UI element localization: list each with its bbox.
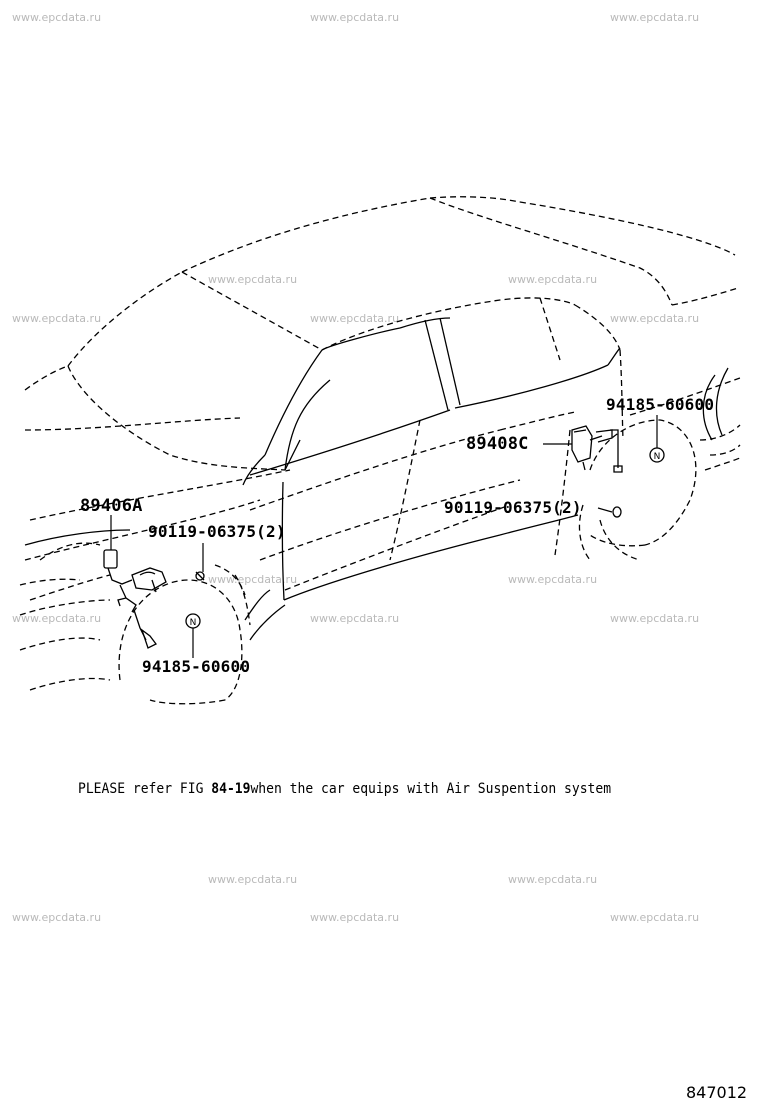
watermark: www.epcdata.ru (310, 612, 400, 625)
part-label-89406a: 89406A (80, 496, 143, 516)
watermark: www.epcdata.ru (610, 312, 700, 325)
watermark: www.epcdata.ru (12, 612, 102, 625)
note-prefix: PLEASE refer FIG (78, 781, 204, 797)
rear-bolt (612, 506, 622, 518)
watermark: www.epcdata.ru (12, 911, 102, 924)
note-suffix: when the car equips with Air Suspention … (250, 781, 612, 797)
watermark: www.epcdata.ru (508, 873, 598, 886)
watermark: www.epcdata.ru (610, 11, 700, 24)
car-outline-dashed (19, 196, 741, 705)
part-label-front-nut: 94185-60600 (142, 657, 251, 676)
watermark: www.epcdata.ru (12, 312, 102, 325)
part-label-89408c: 89408C (466, 434, 529, 454)
leader-lines (110, 415, 658, 658)
rear-height-sensor (571, 425, 623, 473)
watermark: www.epcdata.ru (12, 11, 102, 24)
watermark: www.epcdata.ru (310, 11, 400, 24)
watermark: www.epcdata.ru (508, 273, 598, 286)
front-bolt (195, 571, 205, 581)
watermark: www.epcdata.ru (508, 573, 598, 586)
figure-id: 847012 (686, 1083, 748, 1102)
part-label-rear-nut: 94185-60600 (606, 395, 715, 414)
part-label-front-bolt: 90119-06375(2) (148, 522, 286, 541)
watermark: www.epcdata.ru (610, 612, 700, 625)
note-fig-ref: 84-19 (211, 781, 251, 797)
watermark: www.epcdata.ru (208, 273, 298, 286)
rear-nut-letter: N (654, 452, 661, 462)
front-nut-letter: N (190, 618, 197, 628)
watermark: www.epcdata.ru (208, 573, 298, 586)
watermark: www.epcdata.ru (310, 911, 400, 924)
car-outline-solid (24, 317, 729, 641)
watermark: www.epcdata.ru (610, 911, 700, 924)
watermark: www.epcdata.ru (310, 312, 400, 325)
part-label-rear-bolt: 90119-06375(2) (444, 498, 582, 517)
watermark: www.epcdata.ru (208, 873, 298, 886)
air-suspension-note: PLEASE refer FIG 84-19when the car equip… (78, 781, 611, 797)
front-height-sensor (103, 549, 167, 649)
